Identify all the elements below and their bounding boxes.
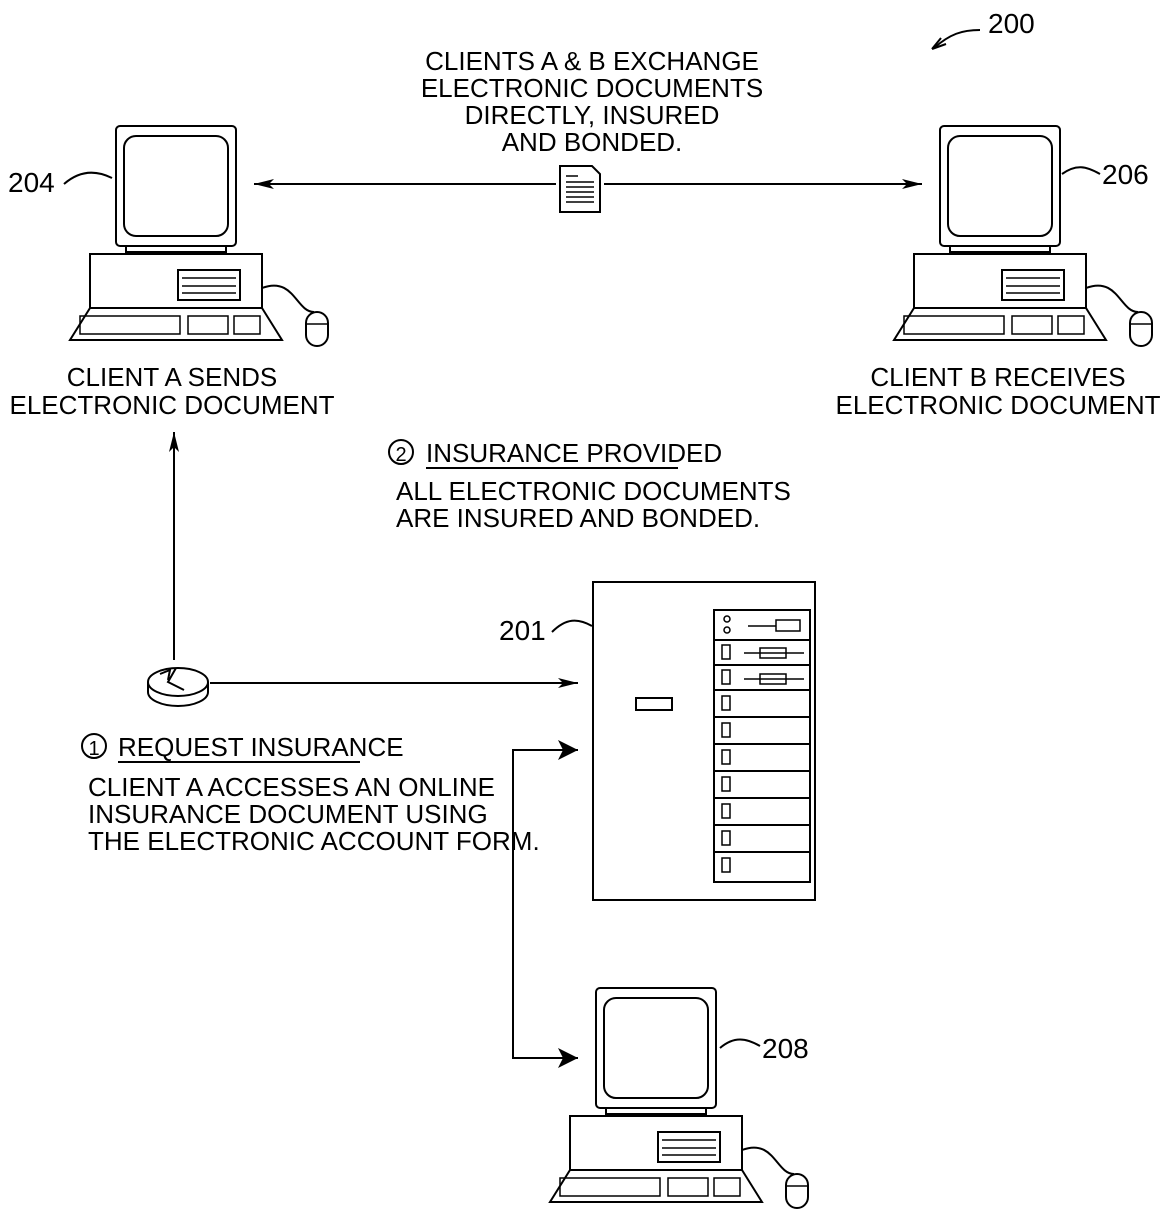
client-208-ref: 208 [762,1033,809,1064]
client-a-caption-line-2: ELECTRONIC DOCUMENT [9,390,334,420]
exchange-caption-line-3: DIRECTLY, INSURED [465,100,720,130]
figure-number-leader [933,29,981,49]
client-b-caption-line-2: ELECTRONIC DOCUMENT [835,390,1160,420]
step-1-title: REQUEST INSURANCE [118,732,404,762]
step-1-block: 1 REQUEST INSURANCE CLIENT A ACCESSES AN… [81,732,540,856]
client-a-caption-line-1: CLIENT A SENDS [67,362,278,392]
exchange-caption-line-2: ELECTRONIC DOCUMENTS [421,73,763,103]
step-2-number: 2 [395,444,406,466]
step-2-title: INSURANCE PROVIDED [426,438,722,468]
step-1-body-line-2: INSURANCE DOCUMENT USING [88,799,488,829]
step-2-body-line-1: ALL ELECTRONIC DOCUMENTS [396,476,791,506]
step-2-number-circle [388,439,414,465]
exchange-caption-line-1: CLIENTS A & B EXCHANGE [425,46,759,76]
step-2-body-line-2: ARE INSURED AND BONDED. [396,503,760,533]
client-a-ref: 204 [8,167,55,198]
electronic-document-icon [559,165,601,213]
client-208-computer-icon [549,987,809,1209]
server-ref: 201 [499,615,546,646]
client-b-ref: 206 [1102,159,1149,190]
step-2-block: 2 INSURANCE PROVIDED ALL ELECTRONIC DOCU… [388,438,791,533]
client-b-caption: CLIENT B RECEIVES ELECTRONIC DOCUMENT [835,362,1160,420]
figure-number: 200 [988,8,1035,39]
client-a-caption: CLIENT A SENDS ELECTRONIC DOCUMENT [9,362,334,420]
client-a-computer-icon [69,125,329,347]
exchange-caption-line-4: AND BONDED. [502,127,683,157]
exchange-caption: CLIENTS A & B EXCHANGE ELECTRONIC DOCUME… [421,46,763,157]
step-1-body-line-3: THE ELECTRONIC ACCOUNT FORM. [88,826,540,856]
request-process-icon [147,667,209,707]
client-b-caption-line-1: CLIENT B RECEIVES [870,362,1125,392]
server-client-connector [512,749,578,1059]
step-1-body-line-1: CLIENT A ACCESSES AN ONLINE [88,772,495,802]
server-cabinet-icon [592,581,816,901]
step-1-number: 1 [88,738,99,760]
step-1-number-circle [81,733,107,759]
